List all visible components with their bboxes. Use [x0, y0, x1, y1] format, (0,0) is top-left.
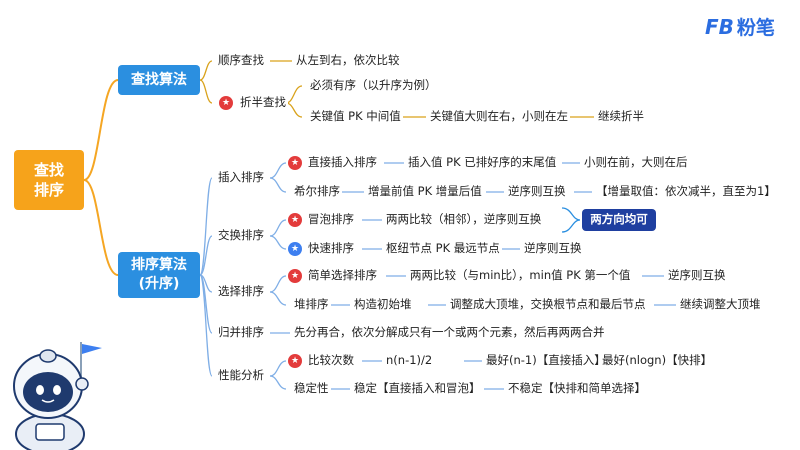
heap-sort-step2: 调整成大顶堆，交换根节点和最后节点: [448, 297, 648, 312]
root-label-line2: 排序: [33, 181, 64, 199]
binary-search-step1: 关键值 PK 中间值: [308, 109, 403, 124]
both-directions-label: 两方向均可: [590, 212, 648, 227]
comparisons-best-quick: 最好(nlogn)【快排】: [600, 353, 715, 368]
shell-sort-step2: 逆序则互换: [506, 184, 568, 199]
merge-sort-desc: 先分再合，依次分解成只有一个或两个元素，然后再两两合并: [292, 325, 607, 340]
both-directions-tag: 两方向均可: [582, 209, 656, 231]
shell-sort-step3: 【增量取值：依次减半，直至为1】: [594, 184, 778, 199]
simple-selection-sort-node: 简单选择排序: [306, 268, 379, 283]
exchange-sort-node: 交换排序: [216, 228, 266, 243]
key-star-icon: ★: [288, 242, 302, 256]
bubble-sort-node: 冒泡排序: [306, 212, 356, 227]
shell-sort-step1: 增量前值 PK 增量后值: [366, 184, 484, 199]
bubble-sort-desc: 两两比较（相邻），逆序则互换: [384, 212, 544, 227]
important-star-icon: ★: [288, 354, 302, 368]
binary-search-node: 折半查找: [238, 95, 288, 110]
stability-node: 稳定性: [292, 381, 331, 396]
search-algorithms-node: 查找算法: [118, 65, 200, 95]
binary-search-step2: 关键值大则在右，小则在左: [428, 109, 570, 124]
root-label-line1: 查找: [33, 160, 64, 179]
heap-sort-step3: 继续调整大顶堆: [678, 297, 763, 312]
important-star-icon: ★: [288, 269, 302, 283]
comparisons-worst: n(n-1)/2: [384, 353, 435, 368]
binary-search-requirement: 必须有序（以升序为例）: [308, 78, 439, 93]
astronaut-mascot-image: [13, 342, 102, 450]
heap-sort-node: 堆排序: [292, 297, 331, 312]
selection-sort-node: 选择排序: [216, 284, 266, 299]
brand-mark: FB: [705, 14, 734, 39]
simple-selection-step1: 两两比较（与min比），min值 PK 第一个值: [408, 268, 633, 283]
sorting-algorithms-node: 排序算法 (升序): [118, 252, 200, 298]
shell-sort-node: 希尔排序: [292, 184, 342, 199]
quick-sort-step2: 逆序则互换: [522, 241, 584, 256]
important-star-icon: ★: [288, 156, 302, 170]
quick-sort-step1: 枢纽节点 PK 最远节点: [384, 241, 502, 256]
sorting-algorithms-sublabel: (升序): [138, 276, 180, 292]
important-star-icon: ★: [288, 213, 302, 227]
sequential-search-desc: 从左到右，依次比较: [294, 53, 402, 68]
brand-name: 粉笔: [736, 17, 775, 39]
direct-insertion-step2: 小则在前，大则在后: [582, 155, 690, 170]
stability-unstable: 不稳定【快排和简单选择】: [506, 381, 648, 396]
comparisons-best-insertion: 最好(n-1)【直接插入】: [484, 353, 608, 368]
insertion-sort-node: 插入排序: [216, 170, 266, 185]
heap-sort-step1: 构造初始堆: [352, 297, 414, 312]
direct-insertion-sort-node: 直接插入排序: [306, 155, 379, 170]
brand-logo: FB 粉笔: [705, 13, 775, 40]
direct-insertion-step1: 插入值 PK 已排好序的末尾值: [406, 155, 559, 170]
merge-sort-node: 归并排序: [216, 325, 266, 340]
important-star-icon: ★: [219, 96, 233, 110]
performance-analysis-node: 性能分析: [216, 368, 266, 383]
binary-search-step3: 继续折半: [596, 109, 646, 124]
sequential-search-node: 顺序查找: [216, 53, 266, 68]
quick-sort-node: 快速排序: [306, 241, 356, 256]
simple-selection-step2: 逆序则互换: [666, 268, 728, 283]
comparisons-node: 比较次数: [306, 353, 356, 368]
search-algorithms-label: 查找算法: [131, 72, 187, 88]
root-node: 查找 排序: [14, 150, 84, 210]
sorting-algorithms-label: 排序算法: [131, 257, 187, 274]
stability-stable: 稳定【直接插入和冒泡】: [352, 381, 483, 396]
